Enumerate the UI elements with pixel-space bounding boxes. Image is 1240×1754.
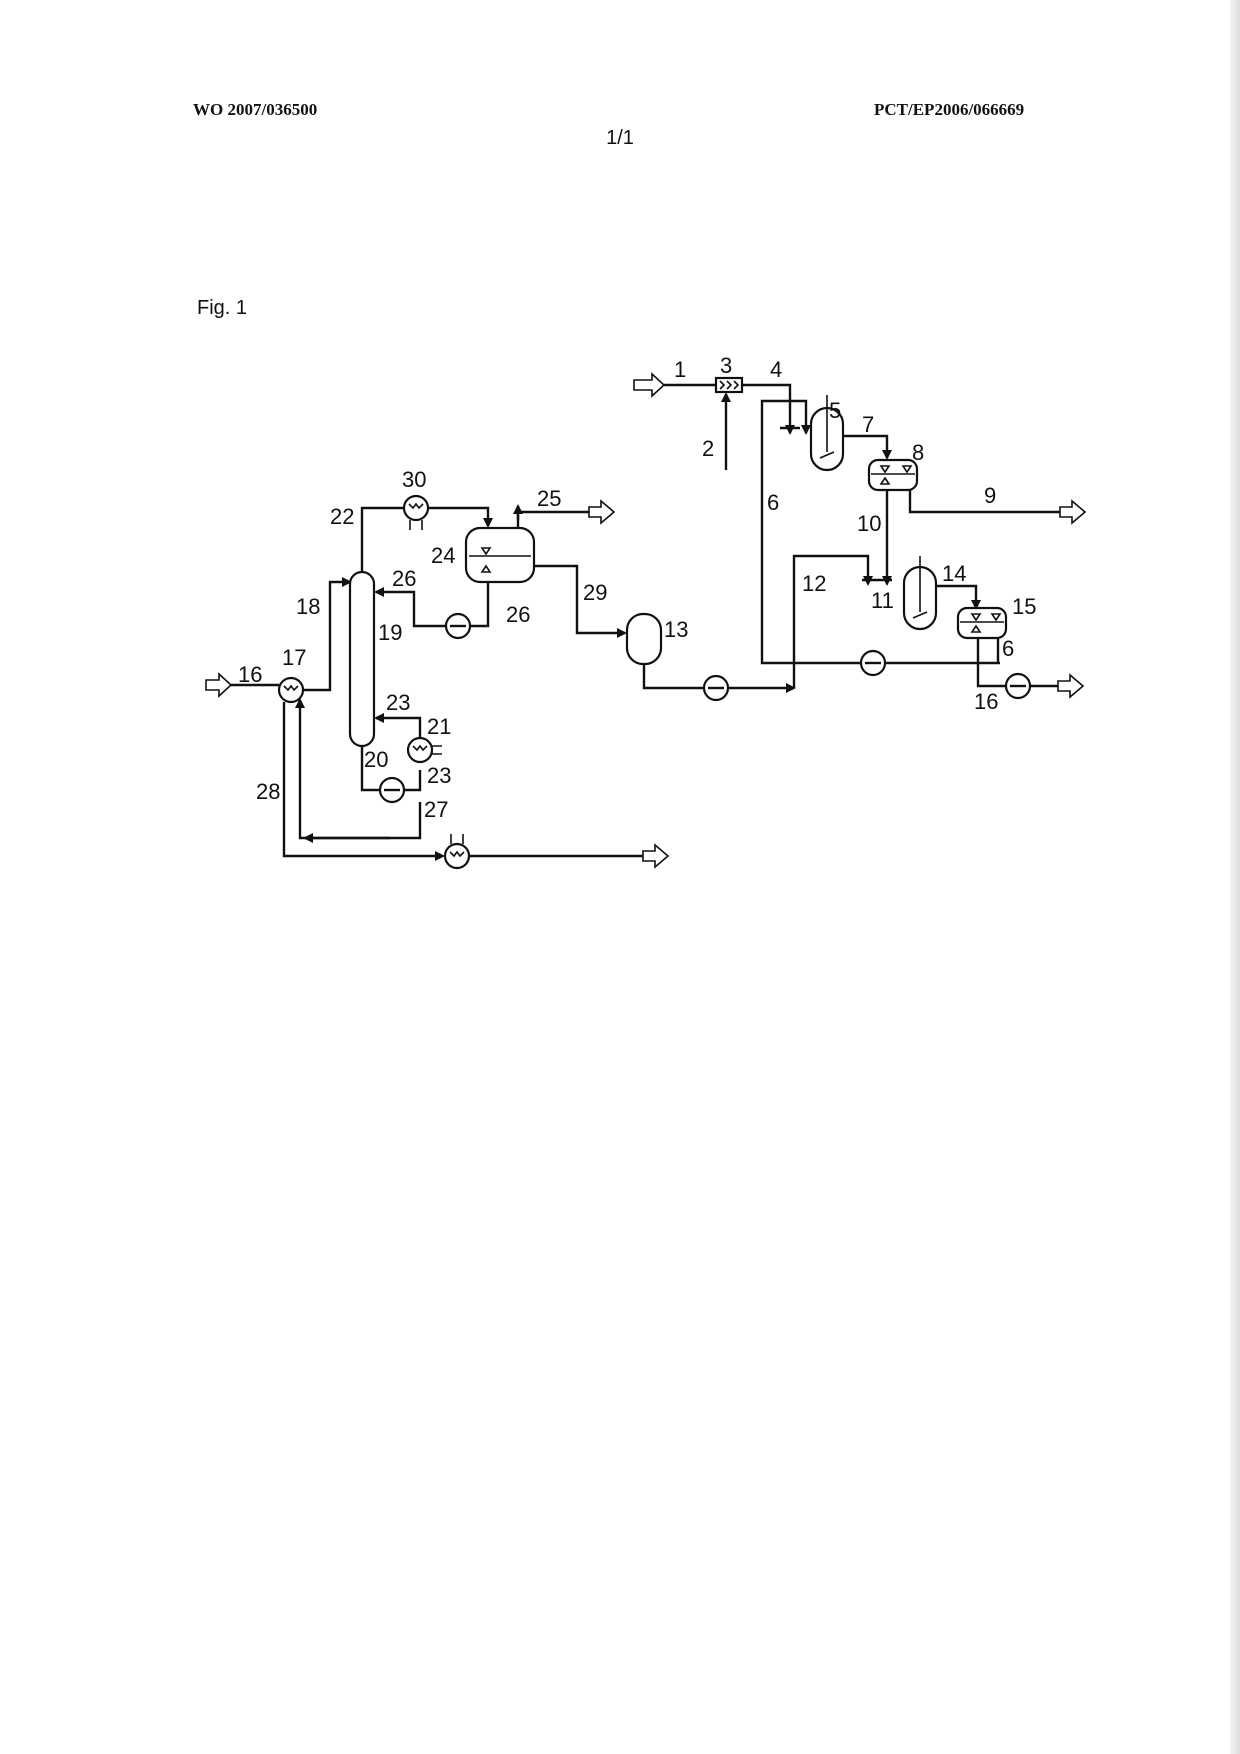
stream-14: [936, 584, 981, 610]
stream-bottoms: [404, 770, 422, 792]
label-19: 19: [378, 620, 402, 645]
stream-4: [742, 383, 795, 435]
label-27: 27: [424, 797, 448, 822]
product-cooler: [443, 842, 471, 870]
label-23a: 23: [386, 690, 410, 715]
label-10: 10: [857, 511, 881, 536]
label-2: 2: [702, 436, 714, 461]
label-11: 11: [871, 588, 894, 613]
buffer-vessel-13: [625, 612, 663, 666]
label-5: 5: [829, 398, 841, 423]
hx-17-coil: [283, 684, 299, 692]
stream-22: [360, 506, 404, 572]
condenser-30: [402, 494, 430, 522]
sheet-number: 1/1: [606, 127, 634, 149]
stream-7: [843, 434, 892, 460]
label-29: 29: [583, 580, 607, 605]
separator-8-marks: [879, 465, 913, 485]
stream-30-out: [428, 506, 493, 528]
label-22: 22: [330, 504, 354, 529]
product-cooler-coil: [449, 834, 465, 858]
label-9: 9: [984, 483, 996, 508]
label-12: 12: [802, 571, 826, 596]
label-15: 15: [1012, 594, 1036, 619]
page-edge-shadow: [1230, 0, 1240, 1754]
figure-caption: Fig. 1: [197, 297, 248, 319]
label-13: 13: [664, 617, 688, 642]
label-16a: 16: [238, 662, 262, 687]
stream-28: [282, 702, 445, 861]
stream-9: [908, 490, 1060, 514]
reboiler-21-coil: [412, 744, 442, 755]
label-8: 8: [912, 440, 924, 465]
separator-15: [956, 606, 1008, 640]
label-26b: 26: [506, 602, 530, 627]
label-20: 20: [364, 747, 388, 772]
reboiler-21: [406, 736, 434, 764]
decanter-24-marks: [480, 547, 492, 573]
stream-20: [360, 746, 380, 792]
stream-12: [792, 554, 873, 688]
publication-number: WO 2007/036500: [193, 100, 318, 119]
label-16b: 16: [974, 689, 998, 714]
outlet-arrow-16: [1057, 673, 1085, 699]
stream-25: [516, 510, 589, 528]
label-23b: 23: [427, 763, 451, 788]
reactor-5-stirrer: [819, 395, 835, 459]
label-4: 4: [770, 357, 782, 382]
label-28: 28: [256, 779, 280, 804]
inlet-arrow-1: [633, 372, 666, 398]
condenser-30-coil: [408, 502, 424, 530]
outlet-arrow-25: [588, 499, 616, 525]
inlet-arrow-16: [205, 672, 233, 698]
label-7: 7: [862, 412, 874, 437]
stream-18: [303, 577, 352, 692]
label-25: 25: [537, 486, 561, 511]
label-14: 14: [942, 561, 966, 586]
label-21: 21: [427, 714, 451, 739]
stream-23: [374, 713, 422, 738]
label-6a: 6: [767, 490, 779, 515]
stream-26-reflux: [374, 587, 446, 628]
reactor-11-stirrer: [912, 556, 928, 619]
label-18: 18: [296, 594, 320, 619]
outlet-arrow-9: [1059, 499, 1087, 525]
distillation-column-19: [348, 570, 376, 748]
label-3: 3: [720, 353, 732, 378]
separator-15-marks: [970, 613, 1002, 633]
stream-26-bottom: [470, 582, 490, 628]
decanter-24: [464, 526, 536, 584]
stream-16-product: [976, 638, 1006, 688]
label-26a: 26: [392, 566, 416, 591]
stream-29: [534, 564, 627, 638]
label-1: 1: [674, 357, 686, 382]
label-30: 30: [402, 467, 426, 492]
mixer-internals: [719, 380, 740, 390]
separator-8: [867, 458, 919, 492]
outlet-arrow-cooled: [642, 843, 670, 869]
label-24: 24: [431, 543, 455, 568]
label-17: 17: [282, 645, 306, 670]
label-6b: 6: [1002, 636, 1014, 661]
application-number: PCT/EP2006/066669: [874, 100, 1025, 119]
heat-exchanger-17: [277, 676, 305, 704]
stream-13-out: [642, 664, 704, 690]
